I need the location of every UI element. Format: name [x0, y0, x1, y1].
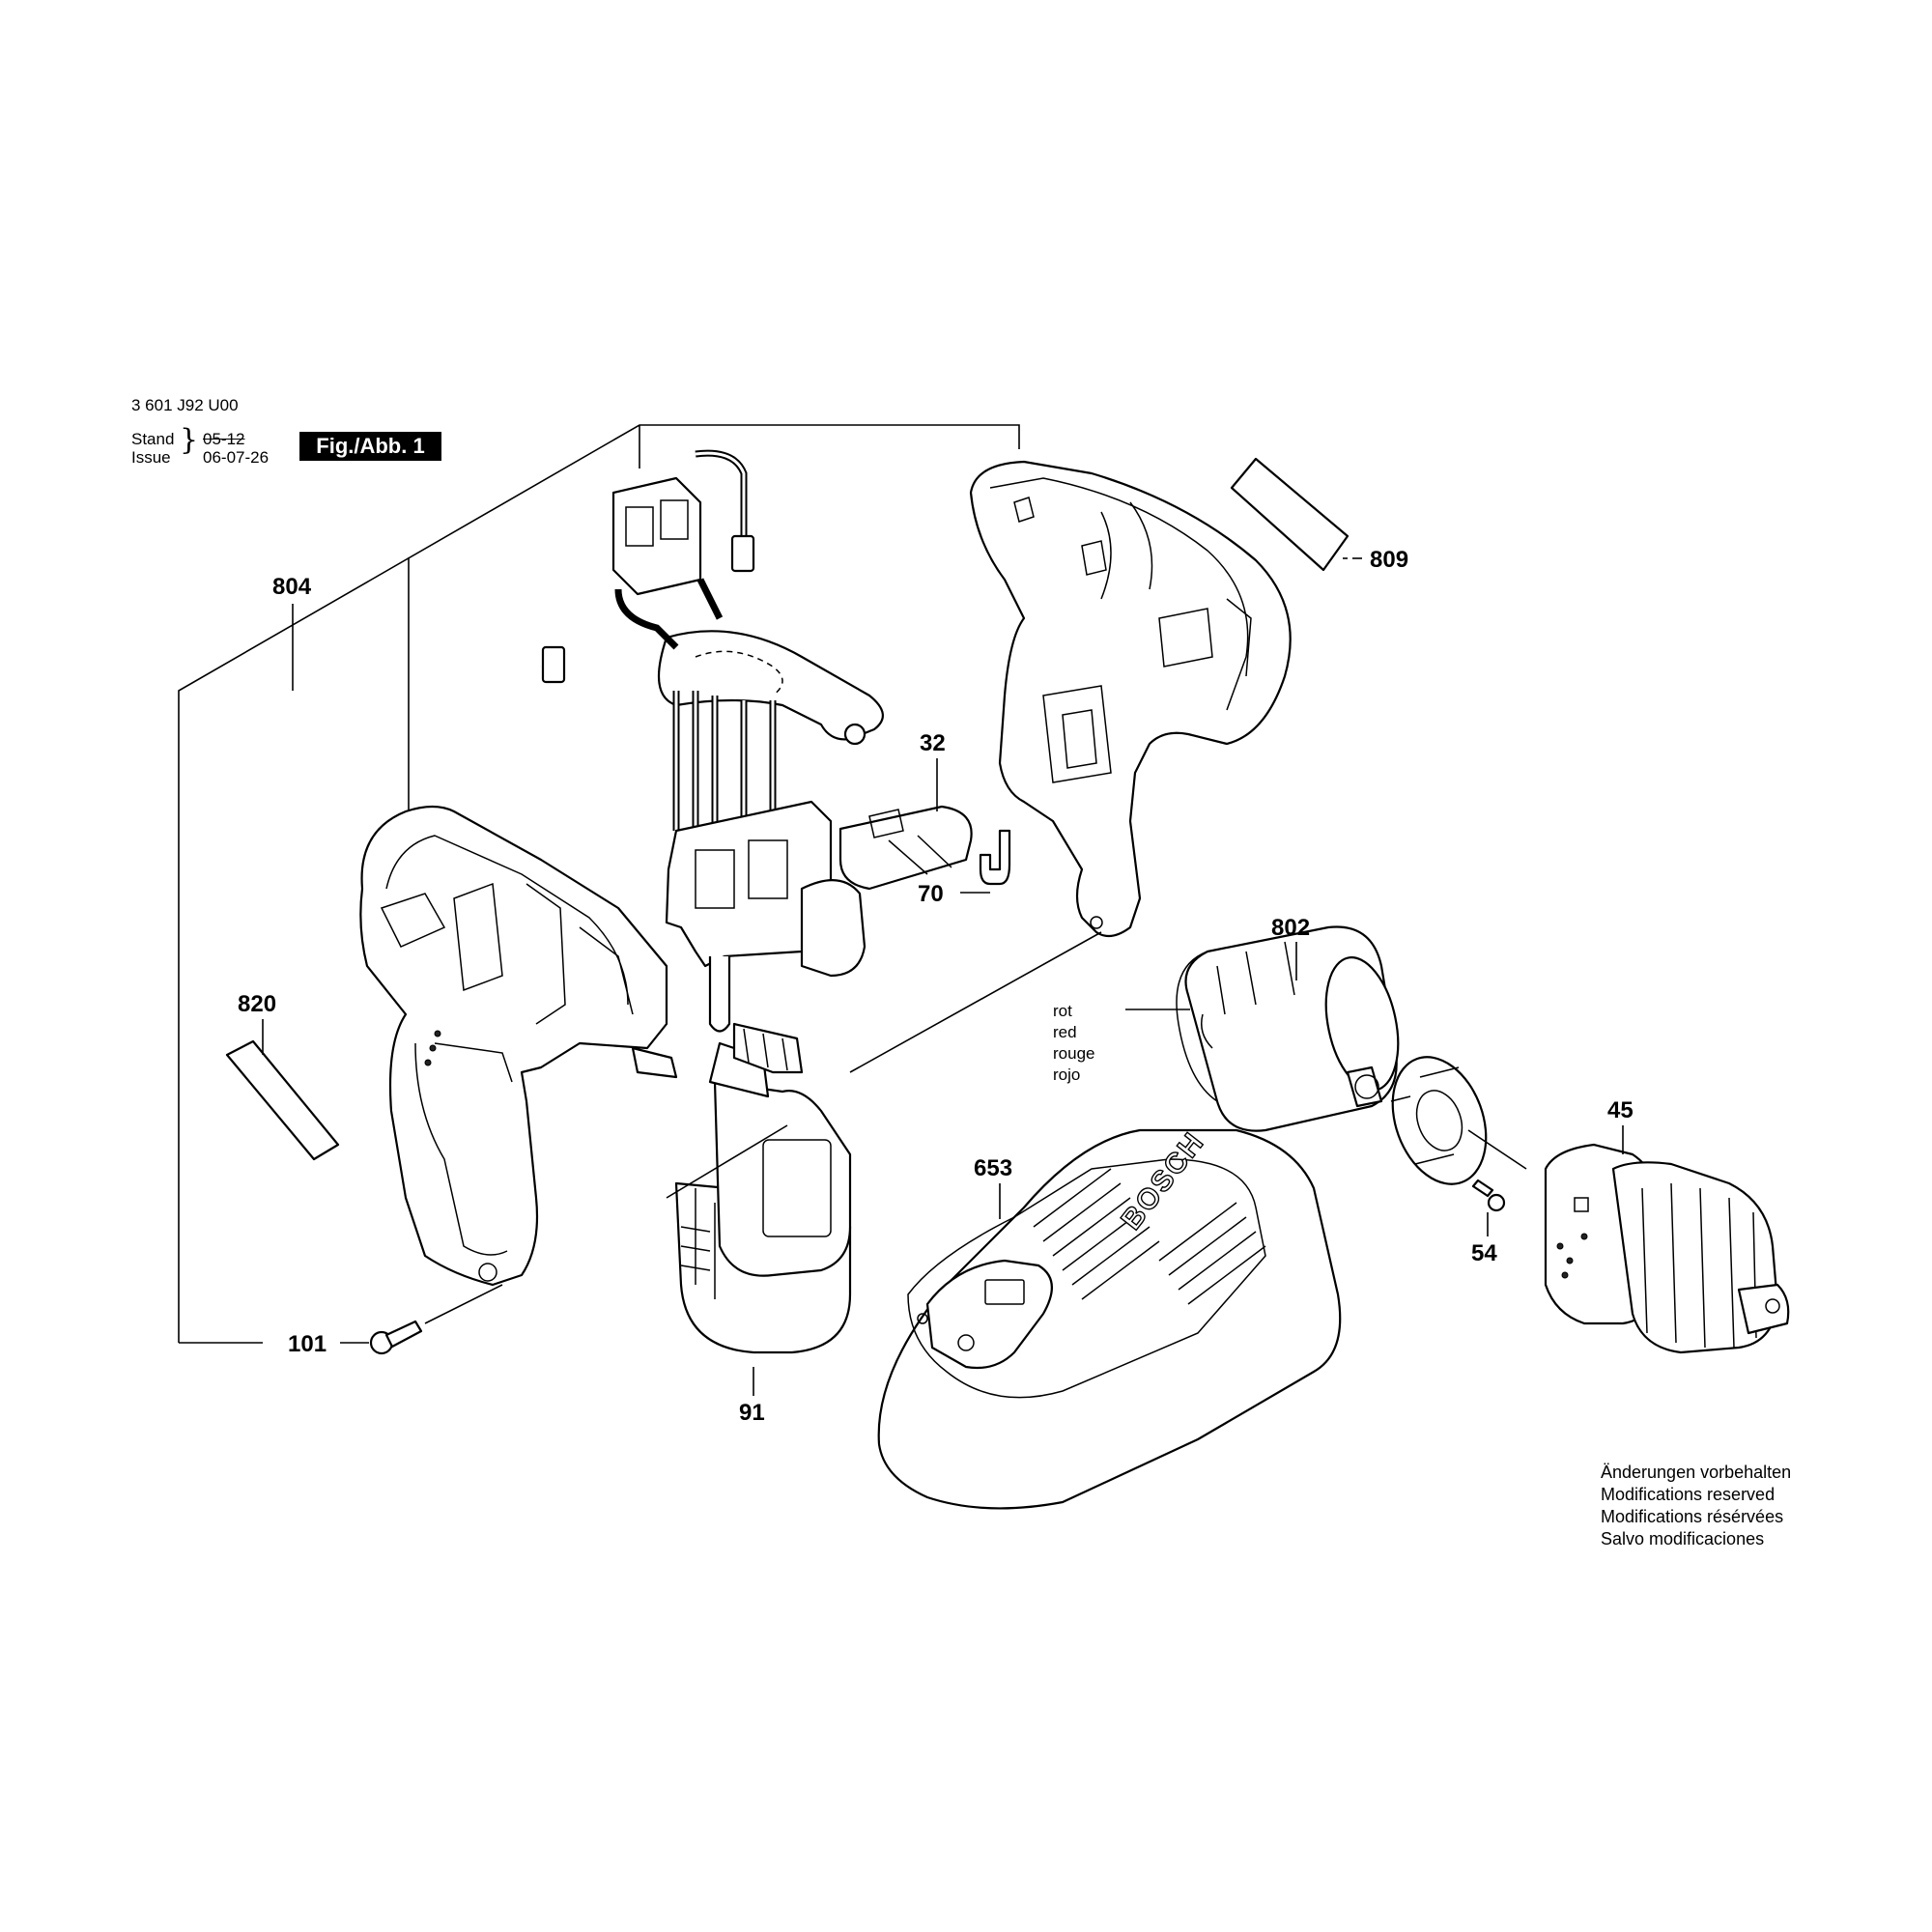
left-housing-shell: [359, 805, 678, 1287]
part-32-slider: [838, 805, 973, 891]
switch-wiring-harness: [539, 449, 884, 1033]
note-de: Änderungen vorbehalten: [1601, 1463, 1792, 1482]
modifications-note: Änderungen vorbehalten Modifications res…: [1601, 1462, 1791, 1550]
callout-91: 91: [739, 1400, 765, 1426]
callout-101: 101: [288, 1331, 327, 1357]
model-number: 3 601 J92 U00: [131, 396, 239, 414]
callout-804: 804: [272, 574, 312, 600]
stand-date: 05-12: [203, 430, 245, 448]
part-820-label: [225, 1039, 340, 1161]
callout-32: 32: [920, 730, 946, 756]
figure-label: Fig./Abb. 1: [299, 432, 441, 461]
callout-45: 45: [1607, 1097, 1634, 1123]
gear-plate: [1390, 1056, 1527, 1185]
wire-label-es: rojo: [1053, 1065, 1080, 1084]
callout-809: 809: [1370, 547, 1408, 573]
callout-labels: 804 809 32 70 802 820 653 45 54 101 91: [238, 547, 1634, 1426]
note-fr: Modifications résérvées: [1601, 1507, 1784, 1526]
callout-820: 820: [238, 991, 276, 1017]
wire-label-en: red: [1053, 1023, 1077, 1041]
part-101-screw: [369, 1284, 503, 1355]
wire-label-fr: rouge: [1053, 1044, 1094, 1063]
note-en: Modifications reserved: [1601, 1485, 1776, 1504]
wire-label-de: rot: [1053, 1002, 1072, 1020]
part-54-screw: [1471, 1179, 1506, 1212]
brace-icon: }: [180, 423, 199, 457]
housing-bracket-lines: [178, 424, 1020, 1344]
right-housing-shell: [969, 460, 1292, 938]
issue-date: 06-07-26: [203, 448, 270, 467]
part-809-label: [1230, 457, 1350, 572]
part-802-motor: [1176, 925, 1400, 1132]
callout-802: 802: [1271, 915, 1310, 941]
charger-vent-slots: [1033, 1168, 1266, 1305]
part-653-charger: BOSCH: [877, 1125, 1342, 1510]
wire-color-labels: rot red rouge rojo: [1053, 1002, 1094, 1084]
callout-70: 70: [918, 881, 944, 907]
callout-54: 54: [1471, 1240, 1497, 1266]
callout-653: 653: [974, 1155, 1012, 1181]
stand-label: Stand: [131, 430, 175, 448]
note-es: Salvo modificaciones: [1601, 1529, 1765, 1548]
issue-label: Issue: [131, 448, 171, 467]
part-91-battery: [666, 931, 1102, 1354]
callout-leader-lines: [262, 557, 1624, 1396]
part-45-gearbox: [1544, 1143, 1790, 1354]
part-70-clip: [979, 829, 1011, 886]
